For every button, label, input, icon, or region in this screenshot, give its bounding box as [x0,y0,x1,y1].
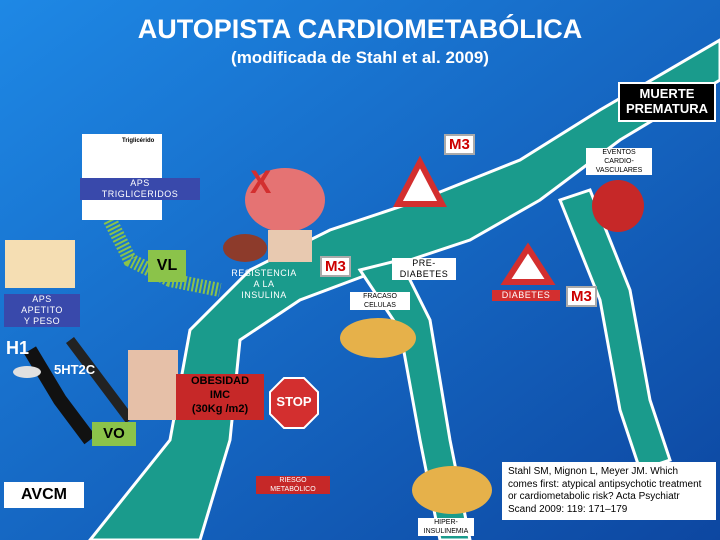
m3-badge-right: M3 [566,286,597,307]
trigliceridos-chart-label: Triglicérido [122,138,155,144]
m3-badge-top: M3 [444,134,475,155]
m3-badge-mid: M3 [320,256,351,277]
eventos-label: EVENTOS CARDIO- VASCULARES [586,148,652,175]
hdl-label: HDL [117,210,137,220]
pancreas-illustration [340,318,416,358]
highway-road [88,38,720,540]
food-illustration [5,240,75,288]
trigliceridos-panel: Triglicérido [82,134,162,220]
obesidad-label: OBESIDAD IMC (30Kg /m2) [176,374,264,420]
muscle-illustration [245,168,325,232]
liver-illustration [223,234,267,262]
heart-illustration [592,180,644,232]
prediabetes-label: PRE- DIABETES [392,258,456,280]
pill-illustration [13,366,41,378]
body-illustration [128,350,178,420]
pancreas-illustration-2 [412,466,492,514]
riesgo-label: RIESGO METABÓLICO [256,476,330,494]
fat-tissue-illustration [268,230,312,262]
fracaso-label: FRACASO CELULAS [350,292,410,310]
aps-apetito-label: APS APETITO Y PESO [4,294,80,327]
black-path-2 [66,337,134,423]
x-mark: X [250,164,272,200]
page-subtitle: (modificada de Stahl et al. 2009) [231,48,489,67]
stop-text: STOP [276,394,312,409]
stop-sign [269,377,319,429]
ht2c-label: 5HT2C [54,362,96,377]
avcm-box: AVCM [4,482,84,508]
h1-label: H1 [6,338,30,358]
diabetes-label: DIABETES [492,290,560,301]
black-path [23,346,96,445]
aps-trigliceridos-label: APS TRIGLICERIDOS [80,178,200,200]
warning-sign-right [500,242,556,285]
resistencia-label: RESISTENCIA A LA INSULINA [231,268,297,300]
hiperinsulinemia-label: HIPER- INSULINEMIA [418,518,474,536]
warning-sign-top [393,155,447,207]
vl-box: VL [148,250,186,282]
reference-citation: Stahl SM, Mignon L, Meyer JM. Which come… [502,462,716,520]
vo-box: VO [92,422,136,446]
page-title: AUTOPISTA CARDIOMETABÓLICA [137,14,583,44]
premature-death-box: MUERTE PREMATURA [618,82,716,122]
